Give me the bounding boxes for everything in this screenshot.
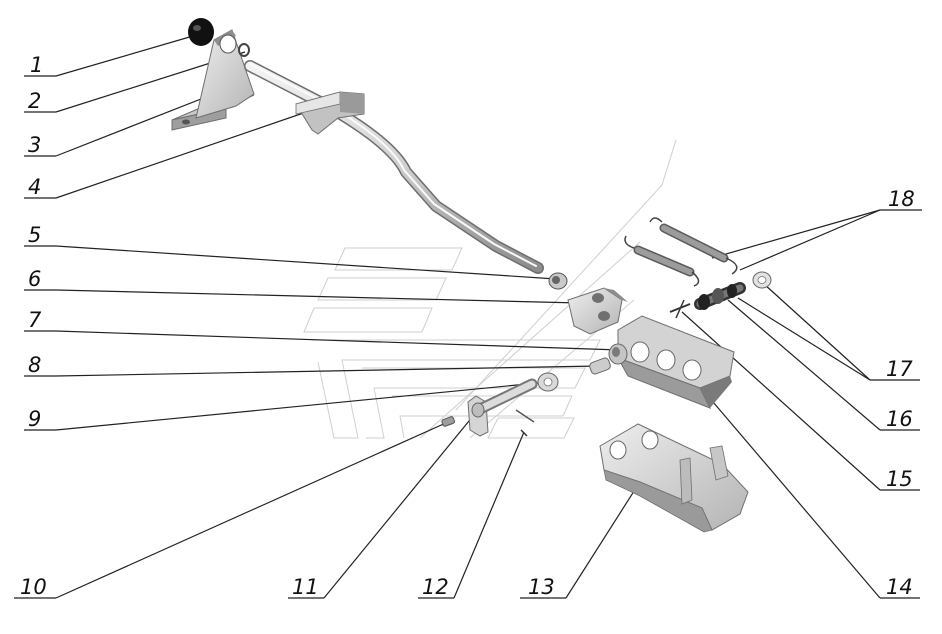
part-1-knob [188,18,214,46]
part-13-lower-bracket [599,423,749,533]
callout-8: 8 [28,353,41,377]
callout-10: 10 [20,575,47,599]
callout-17: 17 [886,357,913,381]
callout-16: 16 [886,407,913,431]
callout-4: 4 [28,175,41,199]
part-9-washer [537,372,559,392]
part-2-ring [238,43,250,57]
part-14-main-bracket [616,315,735,409]
leader-lines [14,35,922,599]
callout-12: 12 [422,575,449,599]
callout-9: 9 [28,407,41,431]
callout-11: 11 [292,575,319,599]
part-5-bushing [548,272,568,290]
callout-5: 5 [28,223,41,247]
part-4-lever-rod [244,60,544,274]
part-12-cotter-pin [515,409,535,437]
part-15-fastener [669,299,691,319]
callout-1: 1 [30,53,43,77]
callout-15: 15 [886,467,913,491]
part-17-washer [752,271,772,289]
watermark-logo [303,139,677,439]
callout-13: 13 [528,575,555,599]
part-11-lever-pin [467,378,538,437]
part-10-screw [441,416,455,427]
part-16-bolt-assembly [694,282,746,310]
part-18-springs [624,217,738,287]
part-8-pin [589,357,611,375]
callout-18: 18 [888,187,915,211]
callout-7: 7 [28,308,42,332]
callout-14: 14 [886,575,913,599]
callout-labels: 1 2 3 4 5 6 7 8 9 10 11 12 13 14 15 16 1… [20,53,915,599]
callout-3: 3 [28,133,41,157]
callout-2: 2 [28,89,41,113]
part-6-plate [567,287,628,335]
callout-6: 6 [28,267,41,291]
part-7-clevis-pin [608,343,628,365]
